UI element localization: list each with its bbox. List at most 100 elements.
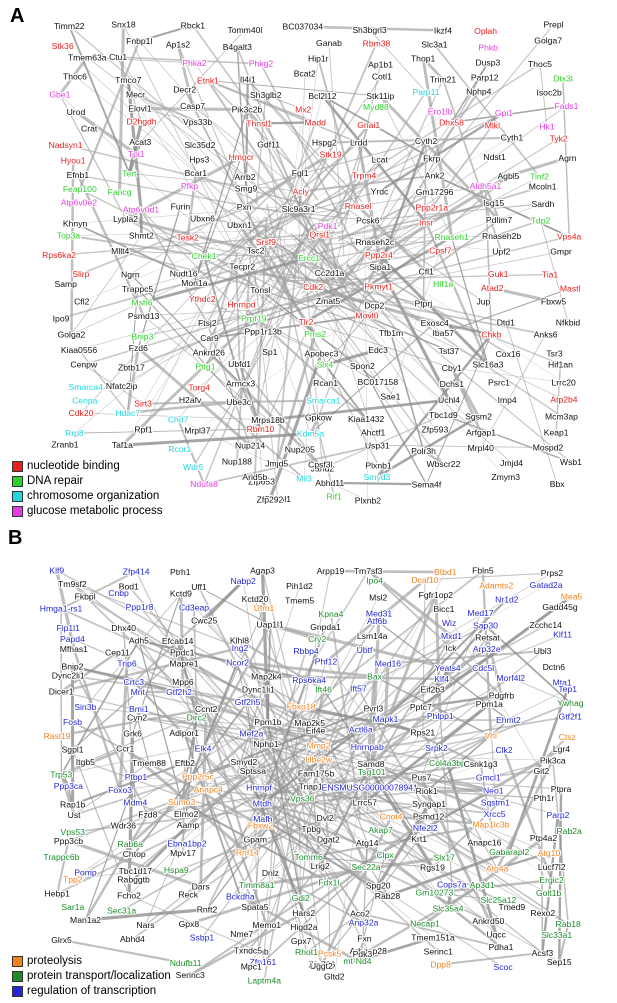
network-edge	[367, 570, 503, 696]
network-edge	[267, 721, 292, 725]
network-edge	[265, 94, 304, 110]
gene-node-label: Cyth1	[501, 133, 524, 143]
gene-node-label: Gmcl1	[476, 773, 501, 783]
gene-node-label: Bicc1	[433, 604, 454, 614]
gene-node-label: Dusp3	[475, 58, 500, 68]
network-edge	[424, 572, 552, 581]
gene-node-label: Lrig2	[311, 861, 330, 871]
gene-node-label: Anapc4	[194, 785, 223, 795]
gene-node-label: Mpp6	[172, 677, 194, 687]
network-edge	[367, 569, 453, 638]
gene-node-label: Samd8	[357, 759, 384, 769]
gene-node-label: Gpam	[244, 834, 267, 844]
gene-node-label: Mnt	[131, 687, 146, 697]
gene-node-label: Ebna1bp2	[167, 838, 206, 848]
network-edge	[422, 449, 445, 466]
network-edge	[73, 762, 150, 816]
network-edge	[275, 271, 506, 323]
network-edge	[540, 220, 569, 323]
network-edge	[297, 795, 329, 840]
gene-node-label: Rps6ka2	[42, 250, 76, 260]
network-edge	[137, 716, 300, 738]
network-edge	[68, 25, 131, 174]
network-edge	[121, 317, 255, 447]
network-edge	[207, 80, 301, 174]
network-edge	[555, 364, 562, 433]
gene-node-label: Pdk1	[318, 221, 338, 231]
gene-node-label: Feap100	[63, 184, 97, 194]
network-edge	[362, 734, 491, 763]
gene-node-label: Bod1	[119, 582, 139, 592]
gene-node-label: Bckdha	[226, 891, 255, 901]
gene-node-label: Memo1	[252, 920, 281, 930]
gene-node-label: Slc33a1	[541, 930, 572, 940]
gene-node-label: Exosc4	[421, 318, 449, 328]
gene-node-label: Cdc5l	[472, 663, 494, 673]
gene-node-label: Morf4l2	[496, 673, 525, 683]
gene-node-label: Ing2	[232, 643, 249, 653]
network-edge	[431, 624, 487, 691]
gene-node-label: Serinc3	[176, 970, 205, 980]
gene-node-label: Tst37	[439, 346, 460, 356]
network-edge	[78, 270, 359, 351]
gene-node-label: Fosb	[63, 717, 82, 727]
network-edge	[58, 56, 89, 96]
gene-node-label: Imp4	[498, 395, 517, 405]
gene-node-label: Clk2	[495, 745, 512, 755]
network-edge	[189, 911, 305, 977]
network-edge	[290, 190, 380, 217]
network-edge	[68, 760, 279, 842]
gene-node-label: Golga2	[58, 329, 86, 339]
gene-node-label: Guk1	[488, 269, 509, 279]
gene-node-label: Ank2	[425, 171, 445, 181]
gene-node-label: Pdha1	[489, 942, 514, 952]
gene-node-label: Kiaa0556	[61, 345, 98, 355]
network-edge	[484, 185, 493, 335]
network-edge	[61, 725, 300, 775]
network-edge	[439, 715, 453, 885]
gene-node-label: Rps21	[410, 727, 435, 737]
network-edge	[83, 364, 144, 404]
gene-node-label: Klhl8	[230, 636, 249, 646]
gene-node-label: Nphp1	[253, 739, 279, 749]
gene-node-label: Arpp19	[317, 566, 345, 576]
gene-node-label: Khnyn	[63, 218, 88, 228]
gene-node-label: Actl6a	[349, 724, 373, 734]
network-edge	[72, 583, 185, 665]
gene-node-label: Ppp2r5c	[182, 772, 215, 782]
network-edge	[207, 351, 324, 470]
gene-node-label: Tinf2	[530, 171, 549, 181]
legend-item: nucleotide binding	[12, 459, 163, 474]
network-edge	[300, 745, 320, 898]
gene-node-label: Hnrnpf	[246, 783, 272, 793]
gene-node-label: Dpp8	[430, 959, 451, 969]
network-edge	[68, 234, 205, 257]
gene-node-label: Hmga1-rs1	[40, 604, 83, 614]
gene-node-label: Wiz	[442, 618, 456, 628]
gene-node-label: Bmi1	[129, 704, 149, 714]
gene-node-label: Akap7	[368, 825, 393, 835]
network-edge	[495, 759, 554, 870]
gene-node-label: Psmd12	[413, 812, 445, 822]
gene-node-label: Itgb5	[76, 757, 95, 767]
network-edge	[126, 347, 140, 414]
network-edge	[129, 172, 301, 192]
network-edge	[60, 651, 119, 693]
gene-node-label: B4galt3	[223, 42, 252, 52]
network-edge	[330, 569, 446, 574]
network-edge	[72, 652, 183, 751]
gene-node-label: Gpx8	[179, 919, 200, 929]
gene-node-label: Wbscr22	[426, 459, 460, 469]
gene-node-label: Trip6	[117, 659, 136, 669]
gene-node-label: Sh3glb2	[250, 90, 282, 100]
network-edge	[272, 804, 434, 938]
gene-node-label: Ubxn6	[190, 213, 215, 223]
network-edge	[266, 675, 442, 681]
network-edge	[244, 79, 249, 189]
gene-node-label: Pik3ca	[540, 755, 566, 765]
gene-node-label: Chd7	[168, 415, 189, 425]
gene-node-label: Cox16	[496, 349, 521, 359]
gene-node-label: Hmgcr	[229, 152, 254, 162]
gene-node-label: Thnsl1	[246, 118, 272, 128]
network-edge	[199, 708, 208, 887]
